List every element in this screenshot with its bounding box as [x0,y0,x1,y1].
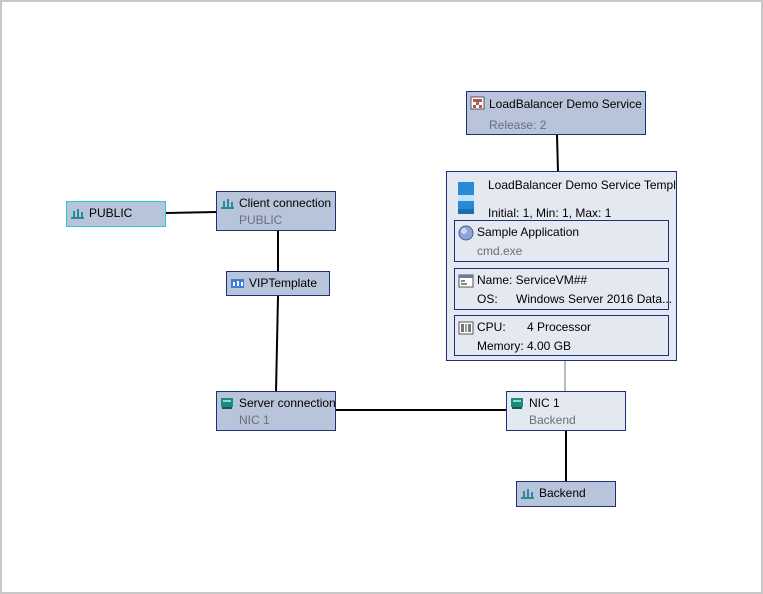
os-value: Windows Server 2016 Data... [516,292,673,306]
node-label: Backend [539,486,586,500]
node-sublabel: Backend [529,413,576,427]
node-sublabel: PUBLIC [239,213,283,227]
vip-template-node[interactable]: VIPTemplate [226,271,330,296]
node-label: Server connection [239,396,336,410]
network-icon [521,489,534,499]
node-label: PUBLIC [89,206,133,220]
nic-icon [221,398,233,409]
link-public-client [165,211,218,214]
computer-tier-icon [458,182,474,214]
public-network-node[interactable]: PUBLIC [66,201,166,227]
application-box[interactable]: Sample Application cmd.exe [454,220,669,262]
service-node[interactable]: LoadBalancer Demo Service Release: 2 [466,91,646,135]
node-label: LoadBalancer Demo Service [489,97,642,111]
service-icon [470,96,485,110]
tier-title: LoadBalancer Demo Service Template [488,178,677,192]
memory-line: Memory: 4.00 GB [477,339,572,353]
os-label: OS: [477,292,498,306]
node-label: Client connection [239,196,332,210]
application-icon [458,225,474,241]
application-name: Sample Application [477,225,580,239]
cpu-label: CPU: [477,320,506,334]
link-service-tier [556,134,559,173]
hardware-box[interactable]: CPU: 4 Processor Memory: 4.00 GB [454,315,669,356]
network-icon [71,209,84,219]
client-connection-node[interactable]: Client connection PUBLIC [216,191,336,231]
application-exe: cmd.exe [477,244,523,258]
vip-template-icon [231,279,244,288]
os-icon [458,274,474,288]
nic1-node[interactable]: NIC 1 Backend [506,391,626,431]
hardware-icon [458,321,474,335]
node-sublabel: NIC 1 [239,413,270,427]
tier-instance-counts: Initial: 1, Min: 1, Max: 1 [488,206,612,220]
node-sublabel: Release: 2 [489,118,547,132]
node-label: NIC 1 [529,396,560,410]
network-icon [221,199,234,209]
os-vm-name: Name: ServiceVM## [477,273,588,287]
server-connection-node[interactable]: Server connection NIC 1 [216,391,336,431]
backend-network-node[interactable]: Backend [516,481,616,507]
computer-tier-panel[interactable]: LoadBalancer Demo Service Template Initi… [446,171,677,361]
nic-icon [511,398,523,409]
node-label: VIPTemplate [249,276,318,290]
cpu-value: 4 Processor [527,320,592,334]
os-config-box[interactable]: Name: ServiceVM## OS: Windows Server 201… [454,268,673,310]
link-vip-server [275,295,279,393]
